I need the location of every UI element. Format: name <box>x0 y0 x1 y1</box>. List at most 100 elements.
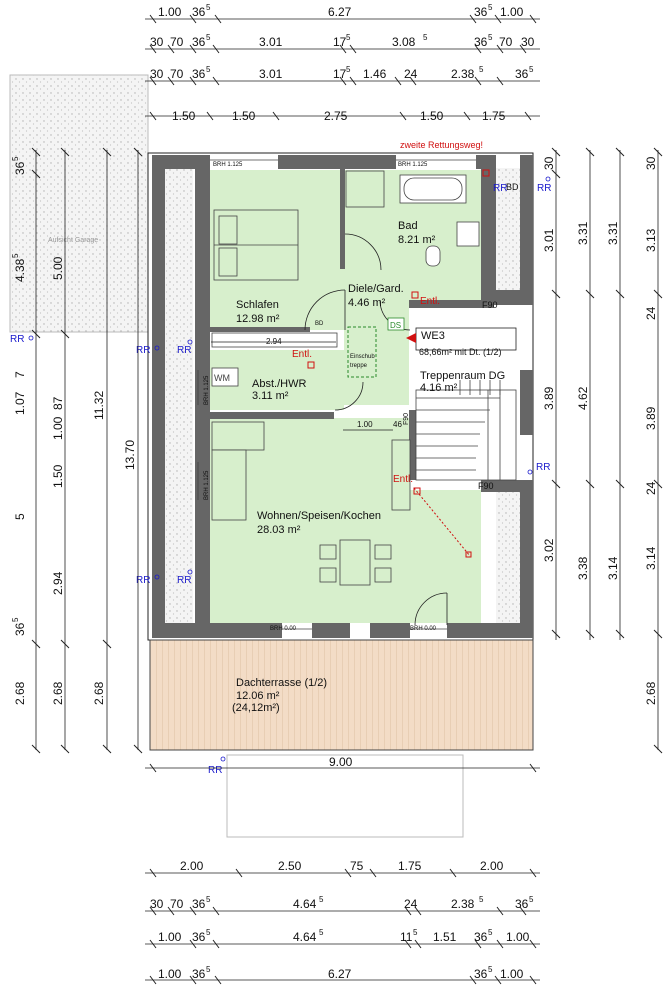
room-schlafen-name: Schlafen <box>236 299 279 311</box>
rr-5: RR <box>177 575 191 586</box>
dim-b3-c: 4.64 <box>293 930 317 944</box>
dim-top2-e: 17 <box>333 35 347 49</box>
dim-b2-c-sup: 5 <box>206 895 211 904</box>
dim-b3-f-sup: 5 <box>488 928 493 937</box>
lower-outline <box>226 754 464 838</box>
double-bed <box>213 209 299 281</box>
dim-top1-c: 6.27 <box>328 5 352 19</box>
dim-r2-b: 4.62 <box>576 386 590 410</box>
entl-wohnen: Entl. <box>393 474 413 485</box>
dim-top2-f: 3.08 <box>392 35 416 49</box>
dim-top3-e-sup: 5 <box>346 65 351 74</box>
dim-top2-c-sup: 5 <box>206 33 211 42</box>
dim-l1-f-sup: 5 <box>11 617 20 622</box>
dim-top2-g: 36 <box>474 35 488 49</box>
dim-l1-g: 2.68 <box>13 681 27 705</box>
dim-b4-b: 36 <box>192 967 206 981</box>
rr-2: RR <box>136 345 150 356</box>
brh-left-low: BRH 1.125 <box>204 470 210 500</box>
dim-top3-d: 3.01 <box>259 67 283 81</box>
dim-top3-h-sup: 5 <box>479 65 484 74</box>
dim-r4-b: 3.13 <box>644 228 658 252</box>
dim-l1-a: 36 <box>13 161 27 175</box>
dim-b4-d-sup: 5 <box>488 965 493 974</box>
dim-l3-a: 11.32 <box>92 391 106 420</box>
room-bad-area: 8.21 m² <box>398 234 436 246</box>
dim-top2-d: 3.01 <box>259 35 283 49</box>
rr-4: RR <box>136 575 150 586</box>
dim-top1-d: 36 <box>474 5 488 19</box>
dim-top2-c: 36 <box>192 35 206 49</box>
rr-circles <box>28 176 551 762</box>
windows <box>197 159 476 630</box>
we3-area: 68,66m² mit Dt. (1/2) <box>419 347 502 357</box>
dim-l2-f: 2.68 <box>51 681 65 705</box>
dim-top3-e: 17 <box>333 67 347 81</box>
dim-b2-f: 2.38 <box>451 897 475 911</box>
dim-b2-g-sup: 5 <box>529 895 534 904</box>
dim-top4-b: 1.50 <box>232 109 256 123</box>
dim-top1-a: 1.00 <box>158 5 182 19</box>
dim-l1-f: 36 <box>13 622 27 636</box>
dim-top2-i: 30 <box>521 35 535 49</box>
dim-b2-d: 4.64 <box>293 897 317 911</box>
f90-lower: F90 <box>478 481 494 491</box>
room-abst-area: 3.11 m² <box>252 390 289 402</box>
dim-b4-b-sup: 5 <box>206 965 211 974</box>
dim-b3-a: 1.00 <box>158 930 182 944</box>
dim-b3-f: 36 <box>474 930 488 944</box>
dim-b4-d: 36 <box>474 967 488 981</box>
dim-r1-c: 3.89 <box>542 386 556 410</box>
dim-b3-d-sup: 5 <box>413 928 418 937</box>
dim-b3-g: 1.00 <box>506 930 530 944</box>
right-dim-texts: 30 3.01 3.89 3.02 3.31 4.62 3.38 3.31 3.… <box>542 156 658 705</box>
dim-b2-g: 36 <box>515 897 529 911</box>
dim-l4-a: 13.70 <box>123 440 137 470</box>
entl-bad: Entl. <box>420 296 440 307</box>
dim-r4-d: 3.89 <box>644 406 658 430</box>
dim-top3-f: 1.46 <box>363 67 387 81</box>
walls <box>152 155 533 638</box>
dim-top3-c: 36 <box>192 67 206 81</box>
left-dim-texts: 36 5 4.38 5 7 1.07 5 36 5 2.68 5.00 87 1… <box>11 156 137 705</box>
bd-label-2: BD <box>506 182 519 192</box>
brh-top-right: BRH 1.125 <box>398 162 428 168</box>
dim-r4-f: 3.14 <box>644 546 658 570</box>
dim-b2-e: 24 <box>404 897 418 911</box>
room-wohnen-name: Wohnen/Speisen/Kochen <box>257 510 381 522</box>
dim-r1-b: 3.01 <box>542 228 556 252</box>
dim-top1-b: 36 <box>192 5 206 19</box>
dim-r1-d: 3.02 <box>542 538 556 562</box>
dim-inner-46: 46 <box>393 420 402 429</box>
dim-l2-d: 1.50 <box>51 464 65 488</box>
room-diele-area: 4.46 m² <box>348 297 386 309</box>
terrace-area-full: (24,12m²) <box>232 702 280 714</box>
dim-top3-b: 70 <box>170 67 184 81</box>
dim-top3-h: 2.38 <box>451 67 475 81</box>
dim-top3-g: 24 <box>404 67 418 81</box>
terrace-name: Dachterrasse (1/2) <box>236 677 327 689</box>
garage-roof <box>9 74 149 333</box>
wm-label: WM <box>214 373 230 383</box>
dim-inner-100: 1.00 <box>357 420 373 429</box>
dim-r4-c: 24 <box>644 306 658 320</box>
room-schlafen-area: 12.98 m² <box>236 313 280 325</box>
room-diele-name: Diele/Gard. <box>348 283 404 295</box>
dim-l1-b-sup: 5 <box>11 253 20 258</box>
dim-r4-e: 24 <box>644 481 658 495</box>
room-bad-name: Bad <box>398 220 418 232</box>
rettungsweg-label: zweite Rettungsweg! <box>400 140 483 150</box>
left-strip <box>165 168 193 633</box>
dim-top3-i: 36 <box>515 67 529 81</box>
dim-top2-f-sup: 5 <box>423 33 428 42</box>
brh-bottom-right: BRH 0.00 <box>410 626 437 632</box>
terrace-area: 12.06 m² <box>236 690 280 702</box>
einschub-1: Einschub <box>350 354 375 360</box>
dim-b4-c: 6.27 <box>328 967 352 981</box>
dim-b4-e: 1.00 <box>500 967 524 981</box>
dim-b2-a: 30 <box>150 897 164 911</box>
dim-r4-g: 2.68 <box>644 681 658 705</box>
dim-b3-e: 1.51 <box>433 930 457 944</box>
dim-l3-b: 2.68 <box>92 681 106 705</box>
dim-r1-a: 30 <box>542 156 556 170</box>
